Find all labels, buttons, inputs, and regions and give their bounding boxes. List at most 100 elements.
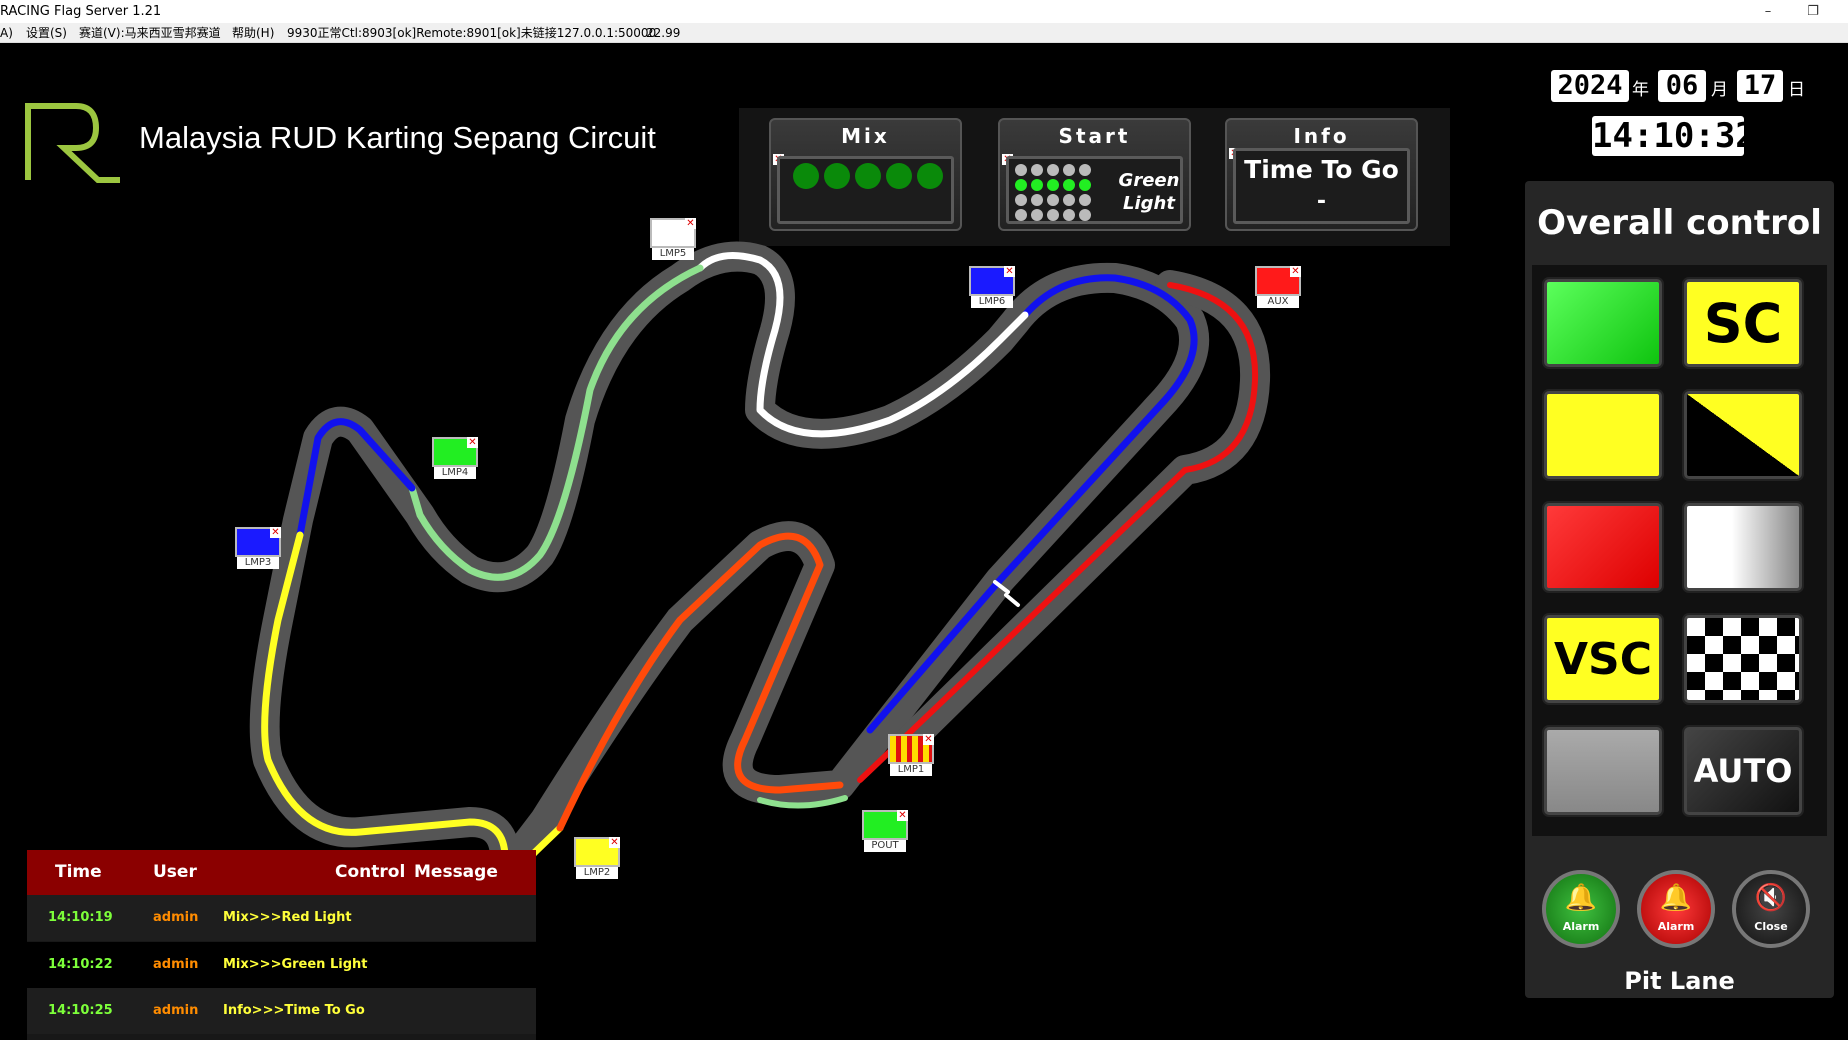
info-text: Time To Go [1244,155,1399,184]
bell-icon: 🔔 [1564,883,1598,913]
flag-button-grid: SC VSC AUTO [1532,265,1827,836]
track-sector-green [408,264,704,581]
log-header-message: Message [414,862,498,882]
green-flag-button[interactable] [1544,279,1662,367]
log-time: 14:10:25 [48,1003,113,1018]
mute-icon: 🔇 [1754,883,1788,913]
yellow-flag-button[interactable] [1544,391,1662,479]
window-titlebar: RACING Flag Server 1.21 – ❐ [0,0,1848,23]
date-year: 2024 [1551,70,1629,102]
marker-lmp1-label: LMP1 [890,764,932,776]
auto-button[interactable]: AUTO [1684,727,1802,815]
marker-lmp3-close-icon[interactable]: ✕ [270,527,281,538]
start-panel-title: Start [1058,124,1131,148]
minimize-button[interactable]: – [1764,4,1772,19]
pit-alarm-red-button[interactable]: 🔔 Alarm [1637,870,1715,948]
log-user: admin [153,1003,199,1018]
marker-lmp1-close-icon[interactable]: ✕ [923,734,934,745]
bell-icon: 🔔 [1659,883,1693,913]
track-sector-red [857,282,1259,783]
log-time: 14:10:22 [48,957,113,972]
track-sector-white [696,252,1029,438]
vsc-label: VSC [1553,633,1653,685]
day-unit: 日 [1788,80,1805,100]
month-unit: 月 [1711,80,1728,100]
log-user: admin [153,910,199,925]
restore-button[interactable]: ❐ [1807,4,1819,19]
window-title: RACING Flag Server 1.21 [0,4,162,19]
menu-item-help[interactable]: 帮助(H) [232,26,275,40]
year-unit: 年 [1632,80,1649,100]
info-subtext: - [1316,189,1327,214]
marker-aux-close-icon[interactable]: ✕ [1290,266,1301,277]
log-header-time: Time [55,862,102,882]
pit-alarm-red-label: Alarm [1657,920,1695,933]
marker-lmp6-close-icon[interactable]: ✕ [1004,266,1015,277]
status-counter: 22.99 [646,26,681,40]
marker-pout-label: POUT [864,840,906,852]
mix-panel[interactable]: Mix ✕ [769,118,962,231]
pit-close-label: Close [1754,920,1788,933]
marker-lmp2-close-icon[interactable]: ✕ [609,837,620,848]
start-lights: Green Light [1006,156,1183,224]
marker-aux-flag [1255,266,1301,296]
marker-lmp4-close-icon[interactable]: ✕ [467,437,478,448]
auto-label: AUTO [1693,752,1793,790]
menu-bar: A) 设置(S) 赛道(V):马来西亚雪邦赛道 帮助(H) 9930正常Ctl:… [0,23,1848,43]
log-header: Time User Control Message [27,850,536,895]
start-status-text: Green Light [1109,169,1189,215]
clear-flag-button[interactable] [1544,727,1662,815]
start-panel[interactable]: Start ✕ Green Light [998,118,1191,231]
mix-light-4 [886,163,912,189]
red-flag-button[interactable] [1544,503,1662,591]
vsc-button[interactable]: VSC [1544,615,1662,703]
track-finish-mark [993,580,1020,607]
track-sector-blue-right [866,274,1198,734]
start-status-line1: Green [1118,170,1180,191]
log-header-user: User [153,862,197,882]
info-panel-title: Info [1293,124,1350,148]
connection-status: 9930正常Ctl:8903[ok]Remote:8901[ok]未链接127.… [287,26,657,40]
log-row[interactable]: 14:10:19 admin Mix>>>Red Light [27,895,536,941]
pit-lane-label: Pit Lane [1624,967,1735,995]
mix-light-3 [855,163,881,189]
marker-pout-close-icon[interactable]: ✕ [897,810,908,821]
pit-alarm-green-label: Alarm [1562,920,1600,933]
track-sector-pit [757,795,848,809]
rud-logo-icon [25,103,120,183]
log-message: Info>>>Time To Go [223,1003,365,1018]
marker-lmp5-label: LMP5 [652,248,694,260]
menu-item-settings[interactable]: 设置(S) [26,26,67,40]
log-row[interactable]: 14:10:22 admin Mix>>>Green Light [27,942,536,988]
info-panel[interactable]: Info ✕ Time To Go - [1225,118,1418,231]
marker-lmp6-label: LMP6 [971,296,1013,308]
chequered-flag-button[interactable] [1684,615,1802,703]
marker-lmp2-flag [574,837,620,867]
date-day: 17 [1737,70,1783,102]
circuit-title: Malaysia RUD Karting Sepang Circuit [139,120,656,155]
menu-item-track[interactable]: 赛道(V):马来西亚雪邦赛道 [79,26,221,40]
flag-status-board: Mix ✕ Start ✕ [739,108,1450,246]
menu-item-a[interactable]: A) [0,26,13,40]
track-sector-blue-left [296,418,416,539]
mix-light-2 [824,163,850,189]
slippery-flag-button[interactable] [1684,391,1802,479]
marker-lmp5-close-icon[interactable]: ✕ [685,218,696,229]
info-display: Time To Go - [1233,148,1410,224]
mix-lights [777,156,954,224]
event-log: Time User Control Message 14:10:19 admin… [27,850,536,1040]
start-light-grid-icon [1015,164,1091,221]
pit-alarm-green-button[interactable]: 🔔 Alarm [1542,870,1620,948]
marker-lmp5-flag [650,218,696,248]
safety-car-label: SC [1703,291,1783,355]
safety-car-button[interactable]: SC [1684,279,1802,367]
log-header-control: Control [335,862,406,882]
pit-close-button[interactable]: 🔇 Close [1732,870,1810,948]
log-row[interactable]: 14:10:25 admin Info>>>Time To Go [27,988,536,1034]
control-panel-title: Overall control [1537,203,1822,243]
date-month: 06 [1658,70,1706,102]
white-flag-button[interactable] [1684,503,1802,591]
marker-lmp2-label: LMP2 [576,867,618,879]
marker-lmp3-label: LMP3 [237,557,279,569]
mix-panel-title: Mix [841,124,890,148]
